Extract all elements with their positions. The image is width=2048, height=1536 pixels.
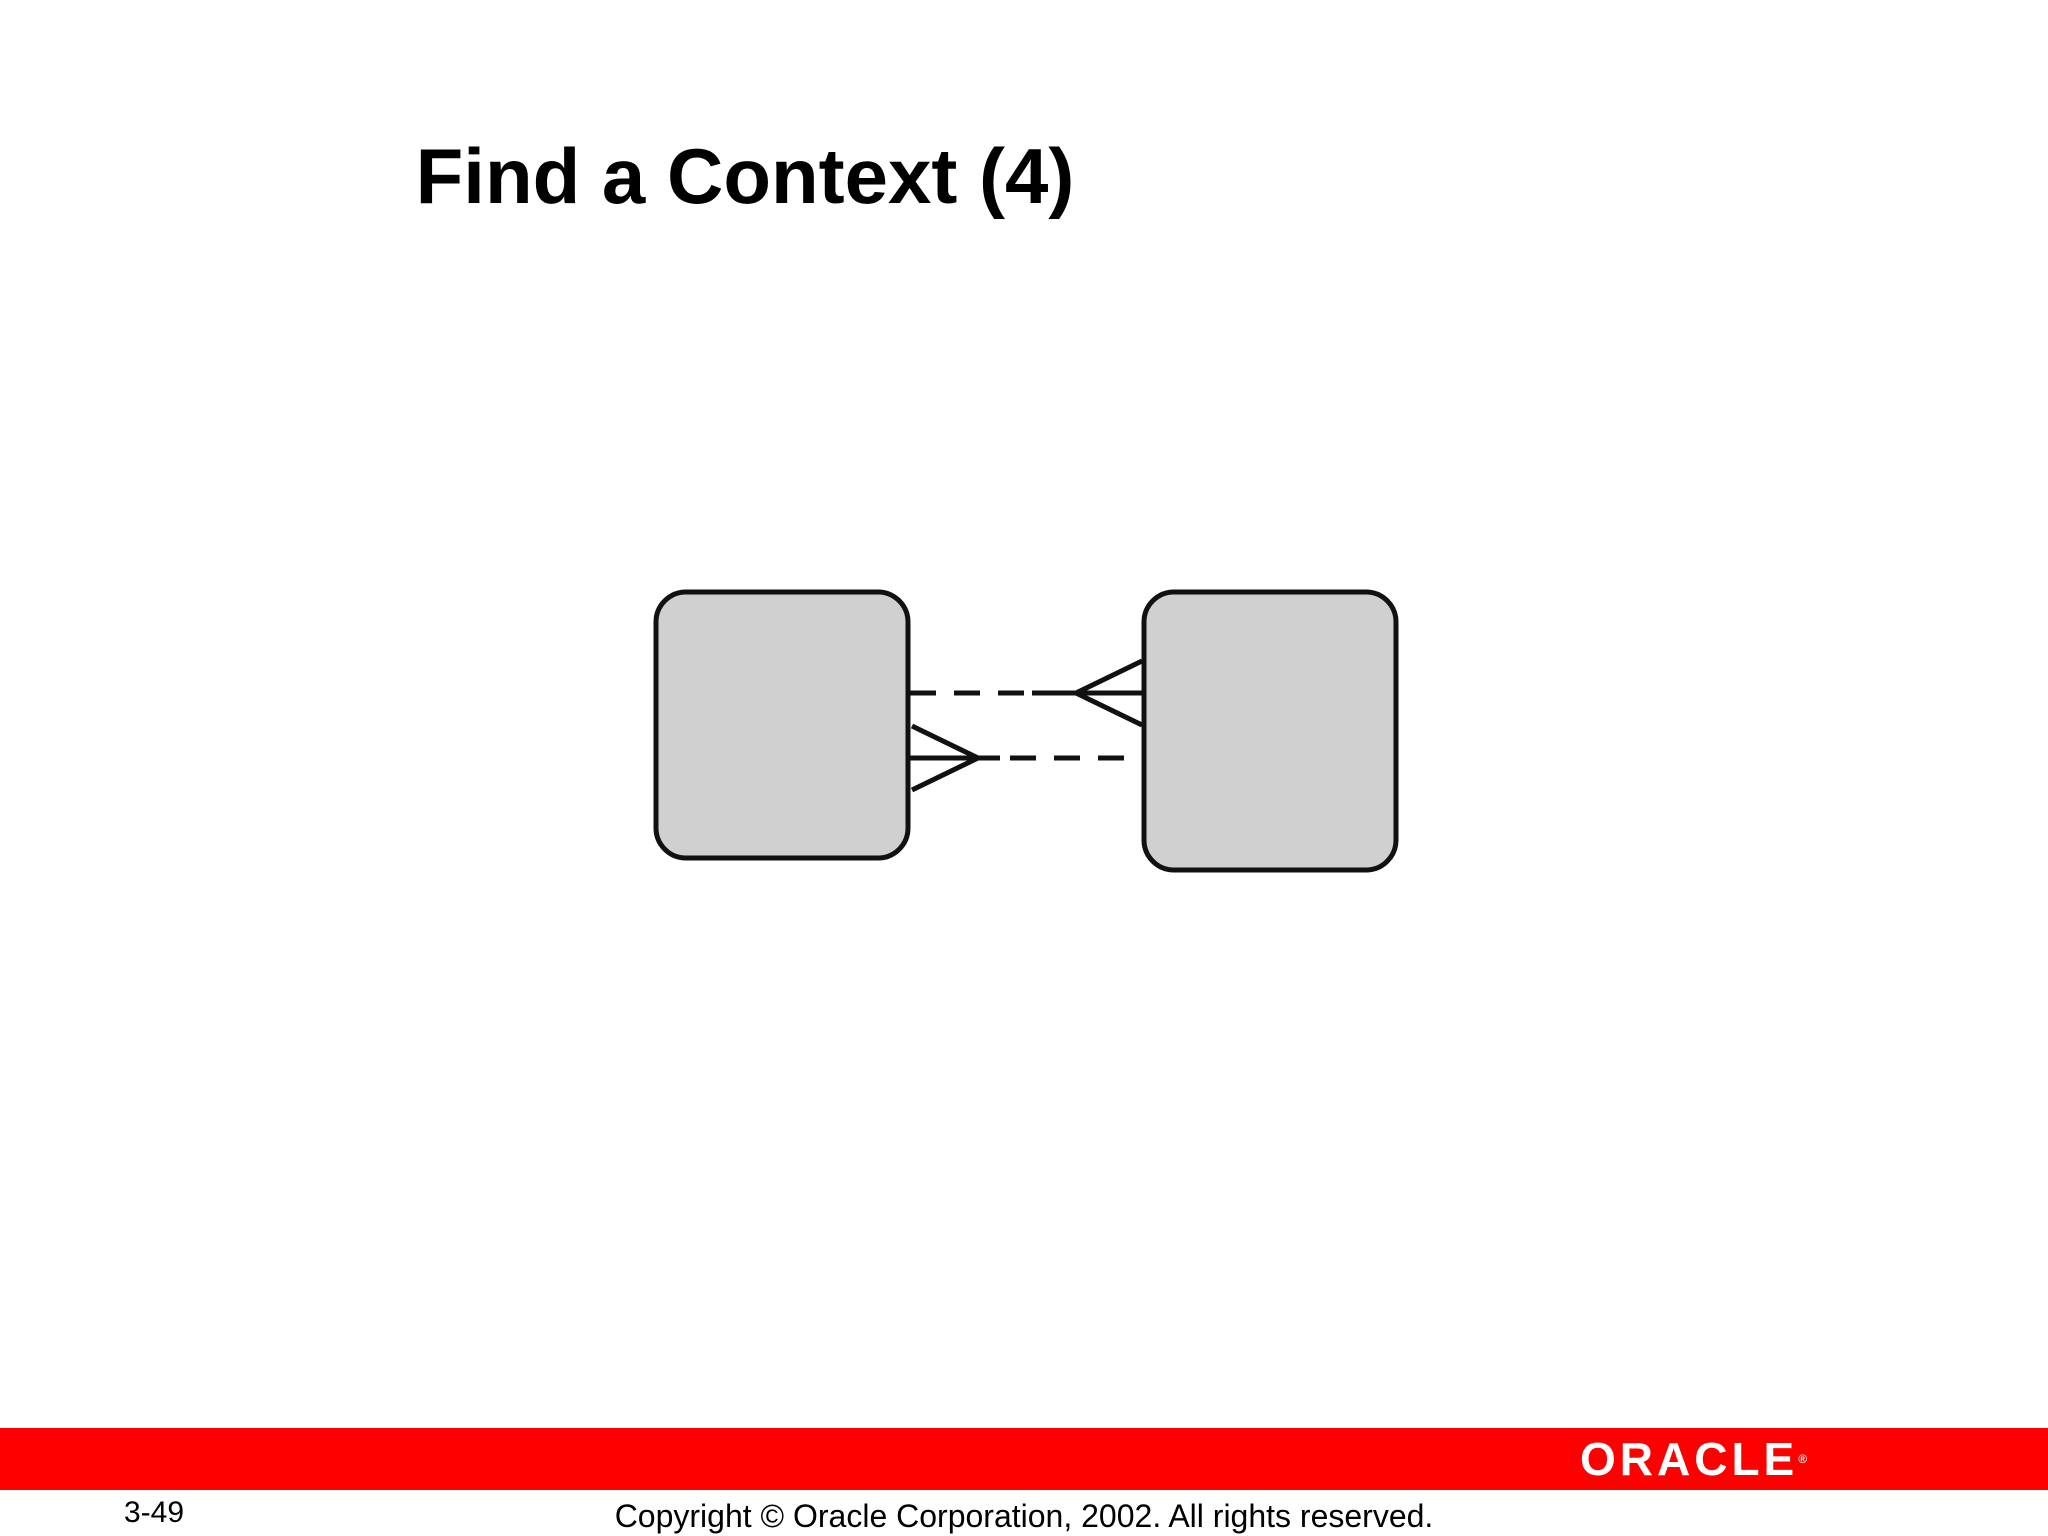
oracle-logo: ORACLE® [1580, 1434, 1807, 1484]
copyright-notice: Copyright © Oracle Corporation, 2002. Al… [614, 1498, 1434, 1534]
lower-crows-foot [910, 723, 984, 793]
left-entity-box [653, 589, 911, 861]
registered-mark: ® [1798, 1452, 1808, 1466]
lower-relationship-line [908, 723, 1144, 793]
oracle-logo-text: ORACLE [1580, 1433, 1799, 1485]
slide-title: Find a Context (4) [415, 132, 1075, 220]
page-number: 3-49 [124, 1496, 185, 1529]
upper-crows-foot [1070, 658, 1144, 728]
upper-relationship-line [910, 658, 1144, 728]
right-entity-box [1141, 589, 1399, 873]
footer-bar [0, 1428, 2048, 1490]
